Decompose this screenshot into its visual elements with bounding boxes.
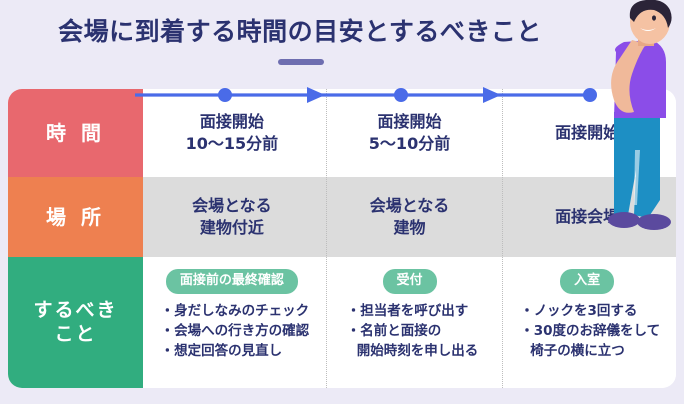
column-divider-1 (326, 89, 327, 388)
eye (652, 15, 656, 21)
title-underline-accent (278, 59, 324, 65)
cell-time-1: 面接開始 10〜15分前 (143, 89, 321, 177)
table-row-place: 場 所 会場となる 建物付近 会場となる 建物 面接会場 (8, 177, 676, 257)
cell-todo-3: 入室 ・ノックを3回する ・30度のお辞儀をして 椅子の横に立つ (498, 257, 676, 388)
cell-place-1-line-1: 会場となる (192, 196, 272, 216)
bullets-todo-2: ・担当者を呼び出す ・名前と面接の 開始時刻を申し出る (341, 301, 479, 362)
bullet-item-continuation: 椅子の横に立つ (530, 343, 625, 360)
cell-place-3: 面接会場 (498, 177, 676, 257)
column-divider-2 (502, 89, 503, 388)
cell-todo-1: 面接前の最終確認 ・身だしなみのチェック ・会場への行き方の確認 ・想定回答の見… (143, 257, 321, 388)
bullet-item: ・ノックを3回する (520, 302, 638, 319)
cell-place-2: 会場となる 建物 (321, 177, 499, 257)
cell-time-1-line-1: 面接開始 (199, 112, 264, 132)
hair (629, 0, 672, 28)
cell-place-3-line-1: 面接会場 (555, 207, 620, 227)
head (630, 0, 670, 44)
table-row-todo: するべき こと 面接前の最終確認 ・身だしなみのチェック ・会場への行き方の確認… (8, 257, 676, 388)
hand (638, 32, 653, 47)
cell-place-1-line-2: 建物付近 (199, 218, 264, 237)
bullet-item-continuation: 開始時刻を申し出る (356, 343, 479, 360)
bullet-item: ・30度のお辞儀をして (520, 322, 661, 339)
cell-place-2-line-1: 会場となる (369, 196, 450, 216)
row-header-place: 場 所 (8, 177, 143, 257)
cell-place-2-line-2: 建物 (393, 218, 426, 237)
cell-time-3: 面接開始 (498, 89, 676, 177)
badge-todo-2: 受付 (382, 269, 437, 294)
row-header-time: 時 間 (8, 89, 143, 177)
row-cells-place: 会場となる 建物付近 会場となる 建物 面接会場 (143, 177, 676, 257)
badge-todo-1: 面接前の最終確認 (165, 269, 298, 294)
bullet-item: ・担当者を呼び出す (346, 302, 469, 319)
cell-time-3-line-1: 面接開始 (555, 123, 620, 143)
cell-todo-2: 受付 ・担当者を呼び出す ・名前と面接の 開始時刻を申し出る (321, 257, 499, 388)
row-cells-todo: 面接前の最終確認 ・身だしなみのチェック ・会場への行き方の確認 ・想定回答の見… (143, 257, 676, 388)
page-title: 会場に到着する時間の目安とするべきこと (58, 17, 542, 46)
cell-time-2: 面接開始 5〜10分前 (321, 89, 499, 177)
neck (638, 28, 654, 46)
row-header-todo: するべき こと (8, 257, 143, 388)
badge-todo-3: 入室 (560, 269, 615, 294)
row-cells-time: 面接開始 10〜15分前 面接開始 5〜10分前 面接開始 (143, 89, 676, 177)
bullet-item: ・名前と面接の (346, 322, 442, 339)
bullets-todo-3: ・ノックを3回する ・30度のお辞儀をして 椅子の横に立つ (514, 301, 660, 362)
table-row-time: 時 間 面接開始 10〜15分前 面接開始 5〜10分前 面接開始 (8, 89, 676, 177)
bullets-todo-1: ・身だしなみのチェック ・会場への行き方の確認 ・想定回答の見直し (155, 301, 310, 362)
cell-time-1-line-2: 10〜15分前 (185, 134, 279, 153)
cell-time-2-line-2: 5〜10分前 (368, 134, 451, 153)
row-header-todo-text: するべき こと (33, 298, 118, 345)
cell-time-2-line-1: 面接開始 (377, 112, 442, 132)
schedule-table: 時 間 面接開始 10〜15分前 面接開始 5〜10分前 面接開始 場 所 (8, 89, 676, 388)
cell-place-1: 会場となる 建物付近 (143, 177, 321, 257)
bullet-item: ・会場への行き方の確認 (160, 322, 310, 339)
smile (640, 28, 656, 31)
bullet-item: ・身だしなみのチェック (160, 302, 310, 319)
bullet-item: ・想定回答の見直し (160, 343, 283, 360)
